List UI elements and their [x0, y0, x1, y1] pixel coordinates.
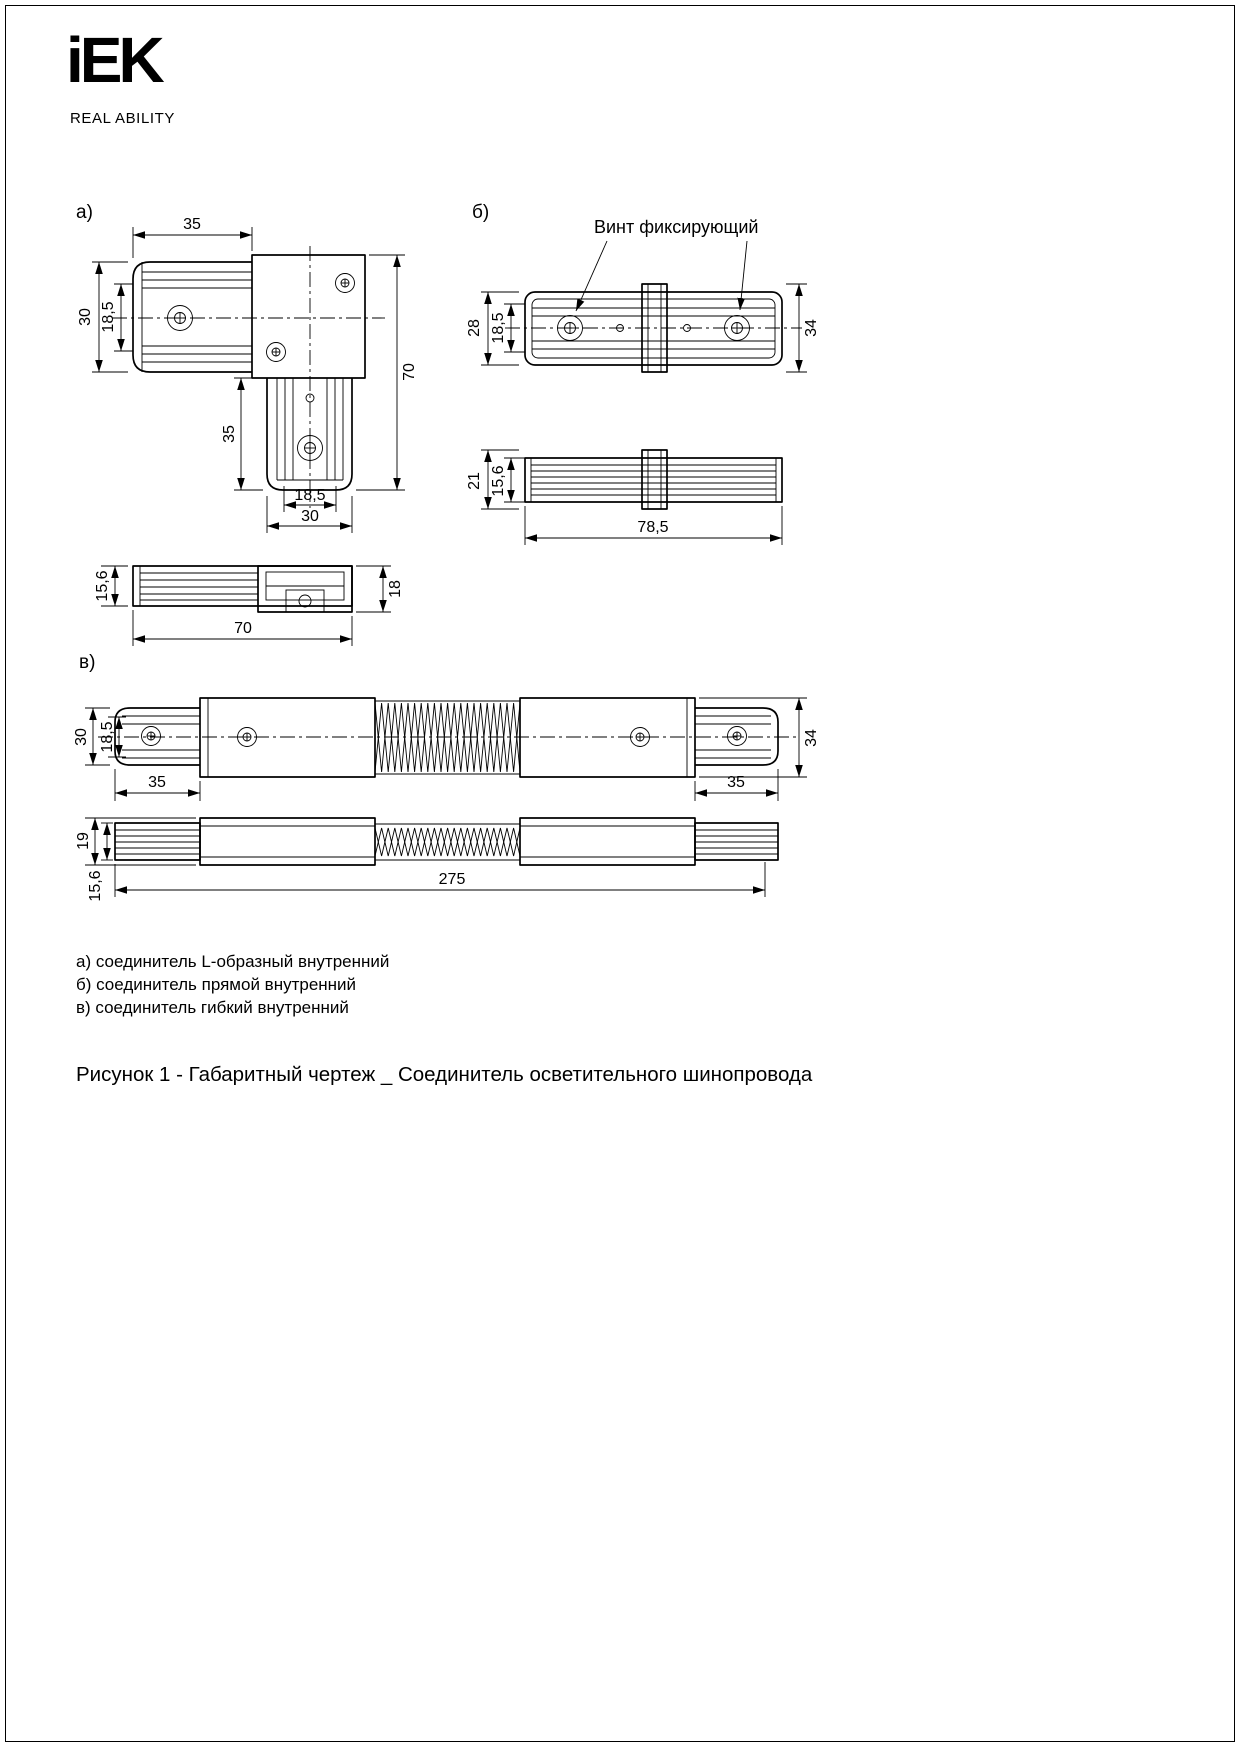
drawing-b-dimensions-side: 21 15,6 78,5	[466, 449, 783, 545]
dim-v-side-inner: 15,6	[87, 870, 104, 901]
page-border	[5, 5, 1235, 1742]
drawing-a-dimensions-side: 15,6 18 70	[94, 565, 404, 646]
dim-v-left-outer: 30	[73, 728, 90, 746]
legend-item-v: в) соединитель гибкий внутренний	[76, 998, 349, 1017]
dim-b-side-outer: 21	[466, 472, 483, 490]
dim-v-side-outer: 19	[75, 832, 92, 850]
dim-b-side-width: 78,5	[637, 519, 668, 536]
drawing-v-dimensions-top: 30 18,5 34 35 35	[73, 697, 820, 801]
dim-a-left-inner: 18,5	[100, 301, 117, 332]
figure-caption: Рисунок 1 - Габаритный чертеж _ Соединит…	[76, 1063, 813, 1086]
drawing-v-side-view	[114, 817, 779, 866]
brand-tagline: REAL ABILITY	[70, 110, 176, 127]
callout-leader-right	[737, 240, 748, 311]
dim-b-left-inner: 18,5	[490, 312, 507, 343]
screw-icon	[335, 273, 355, 293]
dim-a-arm-length: 35	[221, 425, 238, 443]
technical-drawing: а)	[73, 202, 820, 902]
drawing-v-top-view	[98, 697, 800, 778]
screw-icon	[266, 342, 286, 362]
drawing-b-dimensions-top: 28 18,5 34	[466, 283, 820, 373]
dim-a-bottom-inner: 18,5	[294, 487, 325, 504]
dim-a-side-width: 70	[234, 620, 252, 637]
drawing-a: а)	[76, 202, 418, 646]
dim-b-side-inner: 15,6	[490, 465, 507, 496]
dim-v-end-right: 35	[727, 774, 745, 791]
dim-a-left-outer: 30	[77, 308, 94, 326]
dim-v-side-total: 275	[439, 871, 466, 888]
drawing-v: в)	[73, 652, 820, 902]
drawing-b-label: б)	[472, 202, 489, 223]
dim-a-right-total: 70	[401, 363, 418, 381]
legend-item-a: а) соединитель L-образный внутренний	[76, 952, 390, 971]
drawing-v-dimensions-side: 19 15,6 275	[75, 817, 766, 902]
dim-v-end-left: 35	[148, 774, 166, 791]
legend-item-b: б) соединитель прямой внутренний	[76, 975, 357, 994]
drawing-a-side-view	[132, 565, 353, 613]
screw-icon	[727, 726, 747, 746]
dim-a-side-inner: 15,6	[94, 570, 111, 601]
drawing-b: б) Винт фиксирующий	[466, 202, 820, 545]
dim-b-left-outer: 28	[466, 319, 483, 337]
drawing-b-side-view	[524, 449, 783, 510]
drawing-v-label: в)	[79, 652, 95, 673]
dim-v-left-inner: 18,5	[99, 721, 116, 752]
dim-v-right: 34	[803, 729, 820, 747]
dim-a-bottom-outer: 30	[301, 508, 319, 525]
dim-b-right: 34	[803, 319, 820, 337]
drawing-a-dimensions-top: 35 30 18,5 70 35 18,	[77, 216, 418, 533]
callout-leader-left	[575, 240, 608, 312]
drawing-b-top-view	[505, 283, 802, 373]
drawing-a-top-view	[112, 246, 385, 508]
dim-a-top-width: 35	[183, 216, 201, 233]
screw-icon	[141, 726, 161, 746]
fixing-screw-callout: Винт фиксирующий	[594, 217, 758, 237]
dim-a-side-outer: 18	[387, 580, 404, 598]
iek-logo: iEK	[66, 24, 165, 96]
legend: а) соединитель L-образный внутренний б) …	[76, 950, 389, 1019]
drawing-a-label: а)	[76, 202, 93, 223]
